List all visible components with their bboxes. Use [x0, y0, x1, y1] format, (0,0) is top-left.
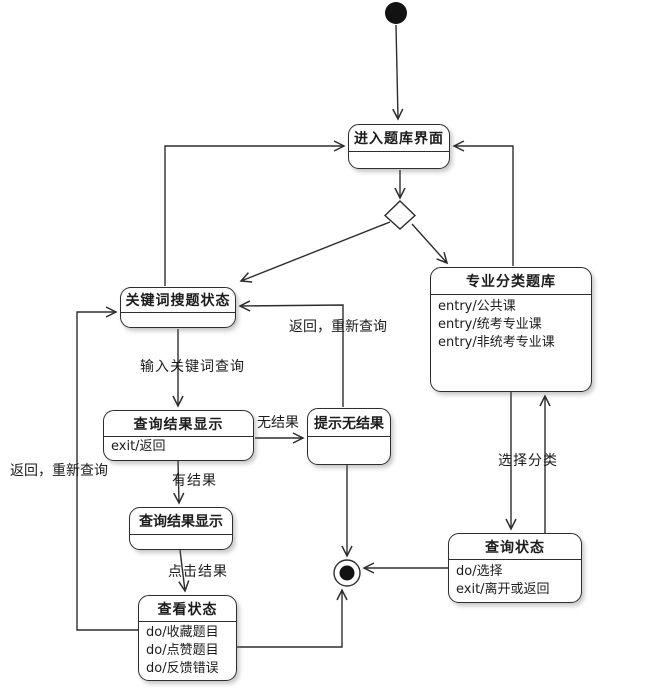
state-query-result-display-1-body: exit/返回	[104, 437, 253, 460]
state-no-result-prompt-title: 提示无结果	[308, 409, 390, 437]
transition-label-input-keyword-query: 输入关键词查询	[140, 359, 245, 375]
state-enter-bank-body	[349, 152, 449, 168]
entry-action: entry/公共课	[438, 299, 516, 314]
final-state-inner-dot	[339, 565, 355, 581]
state-query-result-display-1: 查询结果显示 exit/返回	[103, 410, 254, 461]
state-query-result-display-2-body	[130, 535, 232, 549]
edge-choice-to-keyword-search	[239, 221, 391, 283]
state-no-result-prompt-body	[308, 437, 390, 464]
state-query-result-display-2-title: 查询结果显示	[130, 508, 232, 535]
exit-action: exit/返回	[111, 439, 166, 454]
edge-query-result-1-to-query-result-2	[173, 460, 185, 505]
state-view-state-body: do/收藏题目 do/点赞题目 do/反馈错误	[139, 622, 236, 680]
state-keyword-search-body	[121, 313, 235, 327]
transition-label-has-result: 有结果	[172, 473, 217, 489]
edge-view-state-to-keyword-search	[76, 306, 138, 631]
do-action: do/选择	[456, 564, 503, 579]
transition-label-click-result: 点击结果	[168, 564, 228, 580]
state-view-state-title: 查看状态	[139, 596, 236, 622]
state-category-bank-body: entry/公共课 entry/统考专业课 entry/非统考专业课	[431, 295, 591, 391]
state-enter-bank-title: 进入题库界面	[349, 125, 449, 152]
state-keyword-search-title: 关键词搜题状态	[121, 288, 235, 313]
initial-state-node	[385, 2, 407, 24]
entry-action: entry/统考专业课	[438, 317, 542, 332]
state-category-bank: 专业分类题库 entry/公共课 entry/统考专业课 entry/非统考专业…	[430, 267, 592, 392]
edge-no-result-to-keyword-search	[238, 300, 344, 407]
edge-initial-to-enter-bank	[392, 24, 404, 121]
do-action: do/点赞题目	[146, 643, 219, 658]
transition-label-return-requery-right: 返回，重新查询	[289, 319, 387, 335]
do-action: do/收藏题目	[146, 625, 219, 640]
entry-action: entry/非统考专业课	[438, 335, 555, 350]
state-category-bank-title: 专业分类题库	[431, 268, 591, 295]
state-no-result-prompt: 提示无结果	[307, 408, 391, 465]
edge-view-state-to-final	[237, 588, 348, 648]
exit-action: exit/离开或返回	[456, 582, 550, 597]
edge-query-result-2-to-view-state	[178, 549, 190, 593]
edge-choice-to-category-bank	[411, 223, 449, 265]
state-view-state: 查看状态 do/收藏题目 do/点赞题目 do/反馈错误	[138, 595, 237, 681]
do-action: do/反馈错误	[146, 661, 219, 676]
state-query-result-display-2: 查询结果显示	[129, 507, 233, 550]
transition-label-select-category: 选择分类	[498, 453, 558, 469]
state-enter-bank: 进入题库界面	[348, 124, 450, 169]
choice-diamond-node	[383, 200, 417, 230]
state-keyword-search: 关键词搜题状态	[120, 287, 236, 328]
state-query-result-display-1-title: 查询结果显示	[104, 411, 253, 437]
edge-category-bank-to-enter-bank	[452, 140, 514, 266]
transition-label-return-requery-left: 返回，重新查询	[10, 463, 108, 479]
state-query-state-title: 查询状态	[449, 534, 581, 560]
state-query-state-body: do/选择 exit/离开或返回	[449, 560, 581, 602]
state-query-state: 查询状态 do/选择 exit/离开或返回	[448, 533, 582, 603]
edge-keyword-search-to-enter-bank	[164, 140, 346, 286]
transition-label-no-result: 无结果	[257, 415, 299, 431]
